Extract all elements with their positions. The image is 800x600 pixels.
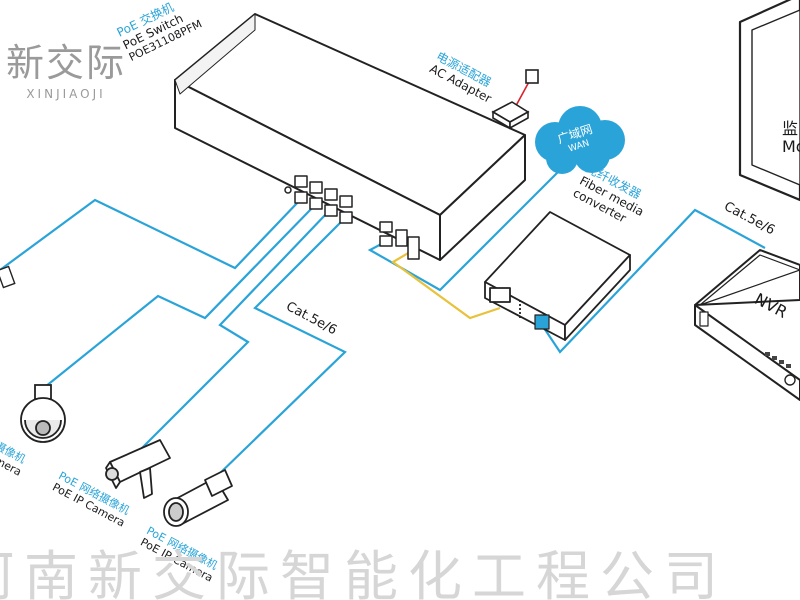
cable-to-bullet1: [139, 211, 329, 451]
cable-to-dome: [34, 204, 316, 396]
cable-to-ap: [0, 198, 301, 271]
switch-ports: [294, 175, 420, 260]
cable-to-bullet2: [214, 217, 347, 479]
access-point: [0, 265, 16, 289]
monitor-label-en: Mo: [782, 137, 800, 157]
logo-subtitle: XINJIAOJI: [26, 87, 106, 101]
monitor: [738, 0, 800, 202]
bullet-camera-1: [105, 439, 171, 499]
logo-title: 新交际: [6, 41, 127, 85]
company-logo: 新交际 XINJIAOJI: [6, 32, 126, 101]
dome-camera: [20, 384, 66, 443]
wan-cloud: [535, 106, 625, 174]
monitor-label-cn: 监: [782, 119, 799, 138]
watermark: 河南新交际智能化工程公司: [0, 545, 728, 600]
fiber-converter: [484, 211, 631, 341]
cable-to-nvr: [539, 208, 766, 354]
nvr: [694, 249, 800, 401]
bullet-camera-2: [163, 469, 233, 527]
monitor-label: 监 Mo: [782, 119, 800, 157]
fiber-cable: [390, 251, 501, 320]
ac-adapter: [491, 69, 539, 130]
poe-switch: [174, 13, 526, 261]
